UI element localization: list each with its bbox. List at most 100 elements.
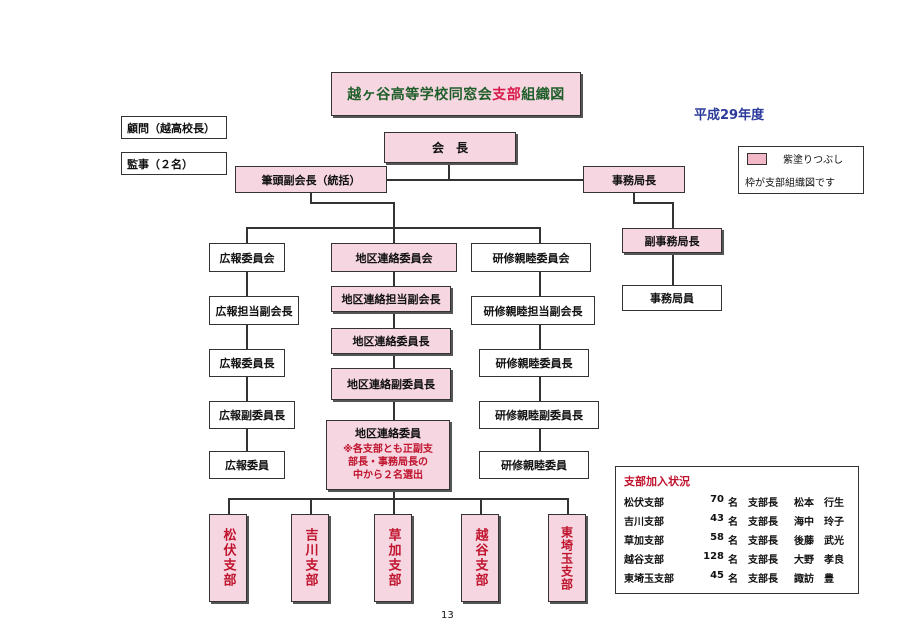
training-chair-box: 研修親睦委員長 (479, 349, 589, 377)
branch-label: 東埼玉支部 (559, 525, 574, 591)
membership-branch: 吉川支部 (624, 517, 664, 528)
membership-row: 東埼玉支部 45 名 支部長 諏訪 豊 (624, 570, 856, 585)
membership-count: 43 (710, 513, 724, 524)
connector-line (393, 227, 395, 243)
pr-vp-box: 広報担当副会長 (209, 296, 299, 325)
connector-line (393, 490, 395, 499)
vice-secretary-general-box: 副事務局長 (622, 228, 722, 253)
membership-unit: 名 (728, 517, 738, 528)
chart-title: 越ヶ谷高等学校同窓会支部組織図 (331, 72, 581, 116)
training-vp-box: 研修親睦担当副会長 (471, 296, 595, 325)
membership-role: 支部長 (748, 536, 778, 547)
connector-line (539, 272, 541, 296)
district-member-label: 地区連絡委員 (355, 427, 421, 440)
connector-line (393, 354, 395, 368)
title-suffix: 組織図 (521, 87, 565, 103)
branch-label: 吉川支部 (302, 528, 318, 588)
membership-role: 支部長 (748, 517, 778, 528)
connector-line (393, 400, 395, 420)
connector-line (539, 227, 541, 243)
connector-line (393, 202, 395, 228)
legend-line-1: 紫塗りつぶし (783, 155, 844, 166)
title-prefix: 越ヶ谷高等学校同窓会 (347, 87, 493, 103)
training-member-box: 研修親睦委員 (479, 451, 589, 479)
branch-box: 東埼玉支部 (548, 514, 586, 602)
connector-line (480, 498, 482, 514)
connector-line (393, 272, 395, 286)
pr-member-box: 広報委員 (209, 451, 285, 479)
connector-line (246, 227, 248, 243)
connector-line (567, 498, 569, 514)
connector-line (246, 272, 248, 296)
district-committee-box: 地区連絡委員会 (331, 243, 457, 272)
membership-title: 支部加入状況 (624, 475, 690, 488)
secretariat-member-box: 事務局員 (622, 285, 722, 311)
membership-row: 越谷支部 128 名 支部長 大野 孝良 (624, 551, 856, 566)
branch-box: 越谷支部 (461, 514, 499, 602)
branch-label: 越谷支部 (472, 528, 488, 588)
connector-line (393, 498, 395, 514)
membership-unit: 名 (728, 555, 738, 566)
membership-branch: 草加支部 (624, 536, 664, 547)
branch-box: 松伏支部 (209, 514, 247, 602)
connector-line (310, 498, 312, 514)
branch-box: 草加支部 (374, 514, 412, 602)
membership-branch: 東埼玉支部 (624, 574, 674, 585)
branch-label: 松伏支部 (220, 528, 236, 588)
membership-name: 後藤 武光 (794, 536, 844, 547)
membership-branch: 越谷支部 (624, 555, 664, 566)
training-vice-chair-box: 研修親睦副委員長 (479, 401, 599, 429)
membership-count: 70 (710, 494, 724, 505)
secretary-general-box: 事務局長 (583, 166, 685, 193)
legend-swatch (747, 153, 767, 165)
district-vice-chair-box: 地区連絡副委員長 (331, 368, 451, 400)
legend-line-2: 枠が支部組織図です (745, 178, 835, 189)
district-vp-box: 地区連絡担当副会長 (331, 286, 451, 312)
membership-role: 支部長 (748, 555, 778, 566)
legend-box: 紫塗りつぶし 枠が支部組織図です (738, 146, 864, 194)
district-member-note-1: ※各支部とも正副支 (343, 444, 433, 455)
connector-line (393, 312, 395, 328)
pr-chair-box: 広報委員長 (209, 349, 285, 377)
branch-box: 吉川支部 (291, 514, 329, 602)
training-committee-box: 研修親睦委員会 (471, 243, 591, 272)
branch-label: 草加支部 (385, 528, 401, 588)
connector-line (343, 179, 583, 181)
page-number: 13 (441, 610, 454, 621)
senior-vp-box: 筆頭副会長（統括） (235, 166, 387, 193)
membership-unit: 名 (728, 574, 738, 585)
connector-line (310, 193, 312, 203)
membership-branch: 松伏支部 (624, 498, 664, 509)
connector-line (672, 253, 674, 285)
connector-line (539, 325, 541, 349)
membership-unit: 名 (728, 498, 738, 509)
connector-line (539, 429, 541, 451)
membership-count: 45 (710, 570, 724, 581)
connector-line (633, 193, 635, 203)
membership-role: 支部長 (748, 498, 778, 509)
membership-status-box: 支部加入状況 松伏支部 70 名 支部長 松本 行生 吉川支部 43 名 支部長… (615, 466, 859, 594)
connector-line (448, 163, 450, 180)
membership-count: 58 (710, 532, 724, 543)
title-highlight: 支部 (492, 87, 522, 103)
connector-line (246, 377, 248, 401)
auditor-box: 監事（２名） (121, 152, 227, 175)
membership-name: 海中 玲子 (794, 517, 844, 528)
district-member-note-3: 中から２名選出 (353, 470, 423, 481)
membership-row: 草加支部 58 名 支部長 後藤 武光 (624, 532, 856, 547)
membership-name: 諏訪 豊 (794, 574, 834, 585)
district-chair-box: 地区連絡委員長 (331, 328, 451, 354)
president-box: 会 長 (384, 132, 516, 163)
fiscal-year: 平成29年度 (694, 108, 765, 123)
connector-line (228, 498, 230, 514)
connector-line (246, 325, 248, 349)
connector-line (228, 498, 568, 500)
membership-count: 128 (703, 551, 724, 562)
membership-name: 松本 行生 (794, 498, 844, 509)
membership-row: 松伏支部 70 名 支部長 松本 行生 (624, 494, 856, 509)
connector-line (246, 429, 248, 451)
connector-line (633, 202, 673, 204)
membership-name: 大野 孝良 (794, 555, 844, 566)
membership-role: 支部長 (748, 574, 778, 585)
membership-row: 吉川支部 43 名 支部長 海中 玲子 (624, 513, 856, 528)
